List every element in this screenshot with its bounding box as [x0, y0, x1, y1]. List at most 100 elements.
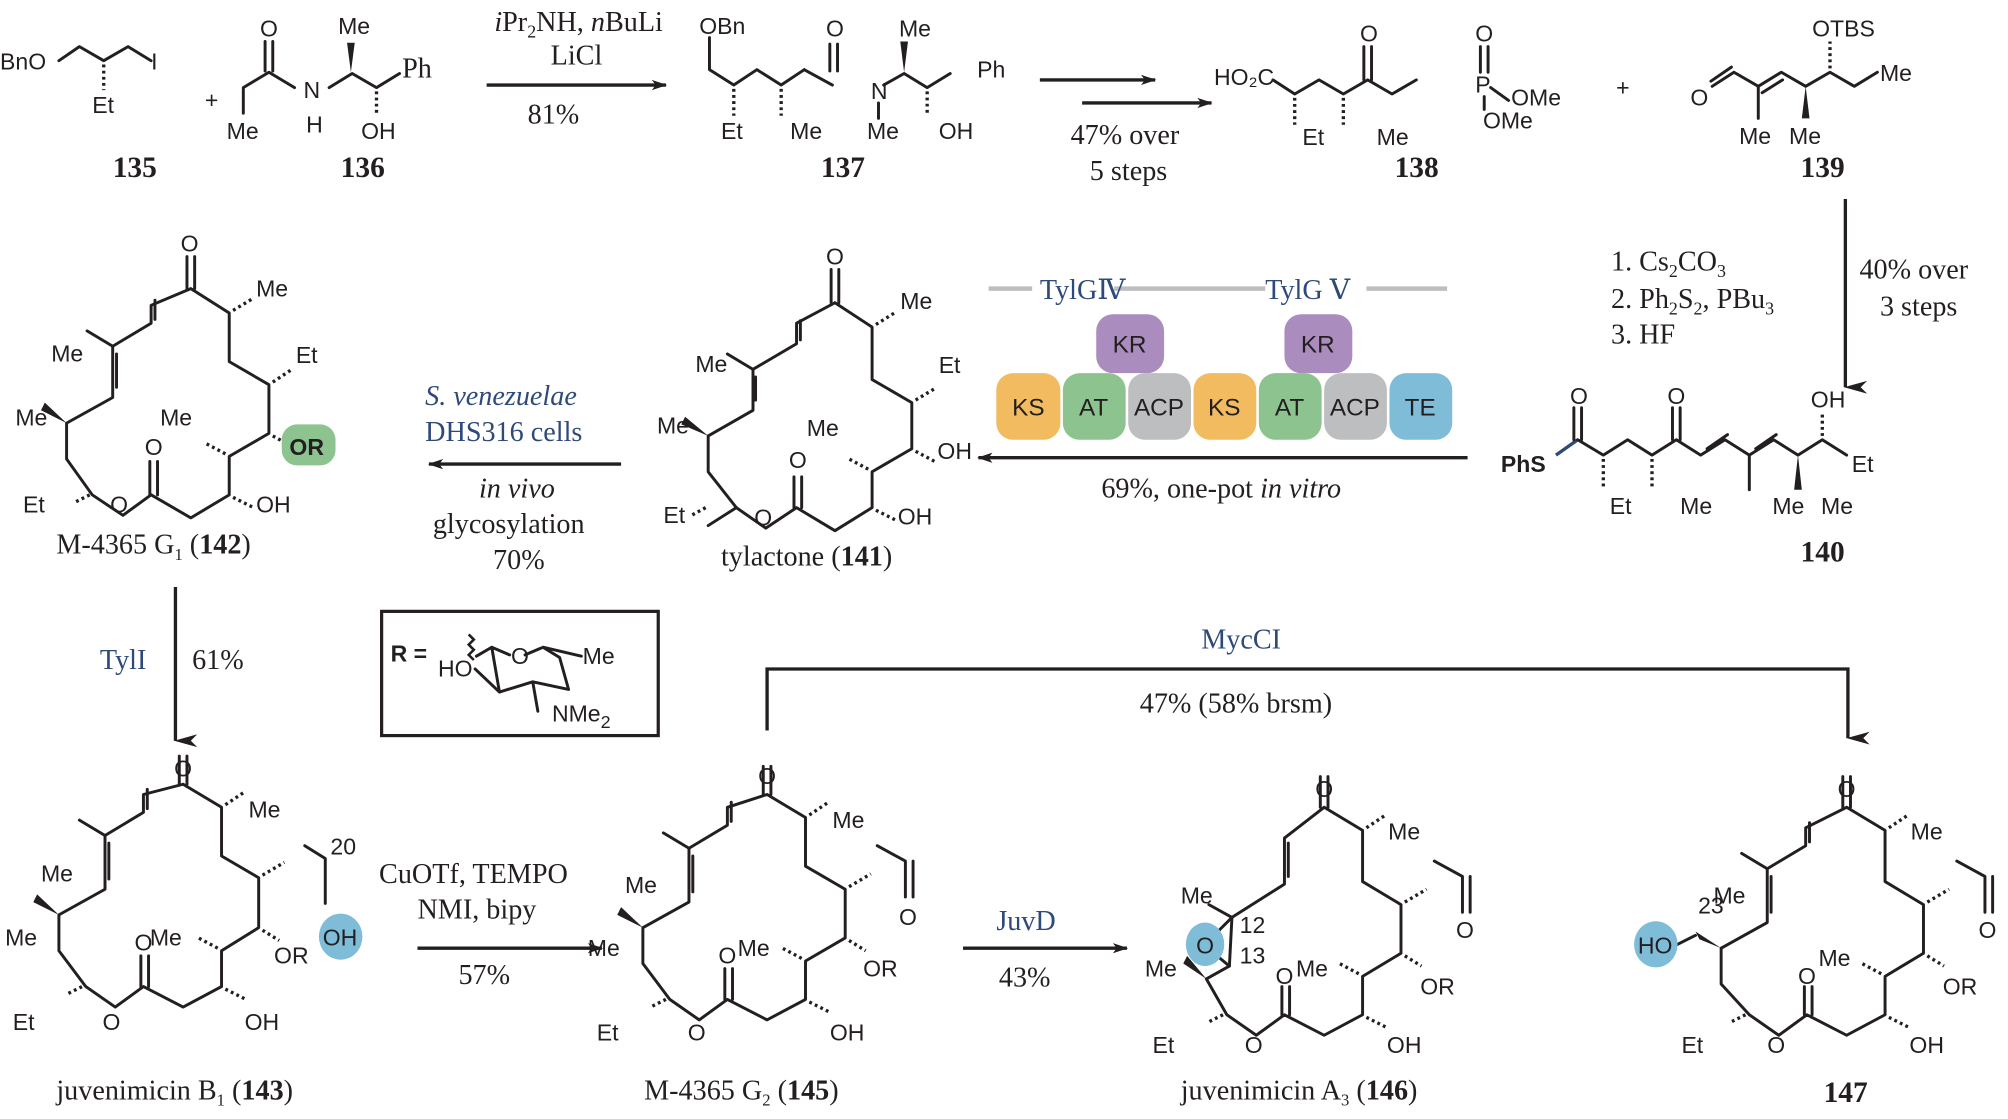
atom-label: OBn — [699, 13, 745, 39]
atom-label: Me — [5, 925, 37, 951]
atom-label: OMe — [1511, 85, 1561, 111]
atom-label: OH — [245, 1009, 280, 1035]
atom-label: 23 — [1698, 893, 1724, 919]
atom-label: NMe2 — [552, 700, 611, 731]
atom-label: Me — [899, 15, 931, 41]
atom-label: Me — [1713, 882, 1745, 908]
atom-label: O — [789, 447, 807, 473]
atom-label: Et — [1681, 1032, 1703, 1058]
atom-label: 20 — [330, 834, 356, 860]
atom-label: Me — [1880, 60, 1912, 86]
atom-label: Me — [1145, 955, 1177, 981]
svg-text:KR: KR — [1301, 332, 1335, 359]
atom-label: O — [134, 930, 152, 956]
atom-label: O — [1767, 1032, 1785, 1058]
atom-label: Me — [160, 405, 192, 431]
atom-label: O — [1798, 963, 1816, 989]
atom-label: Me — [900, 288, 932, 314]
step-yield: 70% — [493, 545, 545, 576]
atom-label: Me — [1680, 493, 1712, 519]
atom-label: O — [1475, 20, 1493, 46]
atom-label: O — [110, 492, 128, 518]
reagent-2: 2. Ph2S2, PBu3 — [1611, 284, 1774, 318]
atom-label: OH — [256, 492, 291, 518]
compound-name: juvenimicin B1 (143) — [55, 1075, 293, 1109]
step-yield: 61% — [192, 645, 244, 676]
step-1: iPr2NH, nBuLi LiCl 81% — [486, 7, 668, 130]
atom-label: Me — [227, 118, 259, 144]
atom-label: OH — [898, 503, 933, 529]
atom-label: OR — [274, 943, 309, 969]
svg-text:AT: AT — [1275, 394, 1304, 421]
compound-id: 135 — [113, 152, 157, 184]
atom-label: Me — [807, 415, 839, 441]
atom-label: BnO — [0, 49, 46, 75]
atom-label: Me — [738, 935, 770, 961]
atom-label: Me — [790, 118, 822, 144]
step-2: 47% over 5 steps — [1039, 74, 1213, 187]
strain: DHS316 cells — [425, 417, 582, 448]
atom-label: Me — [1296, 955, 1328, 981]
atom-label: PhS — [1501, 451, 1546, 477]
atom-label: OH — [1909, 1032, 1944, 1058]
highlight-or — [281, 424, 336, 466]
atom-label: O — [181, 231, 199, 257]
atom-label: OH — [937, 438, 972, 464]
compound-id: 147 — [1824, 1077, 1868, 1109]
atom-label: Et — [597, 1019, 619, 1045]
atom-label: Me — [867, 118, 899, 144]
step-yield: 81% — [528, 99, 580, 130]
atom-label: O — [1245, 1032, 1263, 1058]
compound-136: O Me N H Me Ph OH 136 — [227, 13, 432, 184]
r-label: R = — [391, 640, 428, 666]
reaction-type: glycosylation — [433, 509, 585, 540]
atom-label: OTBS — [1812, 15, 1875, 41]
atom-label: Et — [1852, 451, 1874, 477]
atom-label: Et — [296, 342, 318, 368]
atom-label: O — [1275, 963, 1293, 989]
highlight-oh — [318, 913, 363, 960]
atom-label: Me — [1772, 493, 1804, 519]
atom-label: O — [511, 643, 529, 669]
atom-label: Et — [92, 92, 114, 118]
atom-label: O — [899, 904, 917, 930]
enzyme-label: TylI — [100, 645, 147, 676]
atom-label: Me — [1789, 123, 1821, 149]
compound-137: OBn O Me N Ph Et Me Me OH 137 — [699, 13, 1005, 184]
compound-name: juvenimicin A3 (146) — [1180, 1075, 1418, 1109]
atom-label: OR — [289, 434, 324, 460]
atom-label: H — [306, 111, 323, 137]
atom-label: O — [758, 763, 776, 789]
atom-label: I — [151, 49, 157, 75]
compound-name: tylactone (141) — [721, 541, 892, 572]
compound-147: O Me Me Me 23 HO O OR OH O O Et 147 — [1634, 775, 1996, 1109]
atom-label: OR — [1943, 973, 1978, 999]
atom-label: O — [102, 1009, 120, 1035]
reagents-line1: CuOTf, TEMPO — [379, 859, 568, 890]
svg-text:TE: TE — [1405, 394, 1436, 421]
step-yield: 47% (58% brsm) — [1140, 689, 1332, 720]
atom-label: HO — [438, 656, 473, 682]
step-6: TylI 61% — [100, 587, 244, 748]
compound-id: 136 — [341, 152, 385, 184]
atom-label: Me — [51, 341, 83, 367]
step-7: CuOTf, TEMPO NMI, bipy 57% — [379, 859, 604, 991]
atom-label: Me — [15, 405, 47, 431]
atom-label: Me — [256, 275, 288, 301]
atom-label: OH — [1387, 1032, 1422, 1058]
atom-label: HO₂C — [1214, 64, 1274, 90]
svg-text:ACP: ACP — [1134, 394, 1184, 421]
step-yield: 3 steps — [1880, 292, 1957, 323]
kr-domain: KR — [1284, 314, 1353, 374]
organism: S. venezuelae — [425, 381, 577, 412]
atom-label: Et — [939, 352, 961, 378]
highlight-ho — [1634, 921, 1678, 968]
compound-139: O OTBS Me Me Me 139 — [1690, 15, 1912, 184]
compound-145: O Me Me Me Me O OR OH O O Et M-4365 G2 (… — [588, 763, 917, 1109]
acp-domain: ACP — [1128, 373, 1191, 440]
compound-141: O Me Et Me Me Me OH OH O O Et tylactone … — [657, 243, 972, 572]
atom-label: Me — [1821, 493, 1853, 519]
step-yield: 69%, one-pot in vitro — [1101, 473, 1341, 504]
compound-id: 140 — [1801, 536, 1845, 568]
atom-label: N — [871, 78, 888, 104]
